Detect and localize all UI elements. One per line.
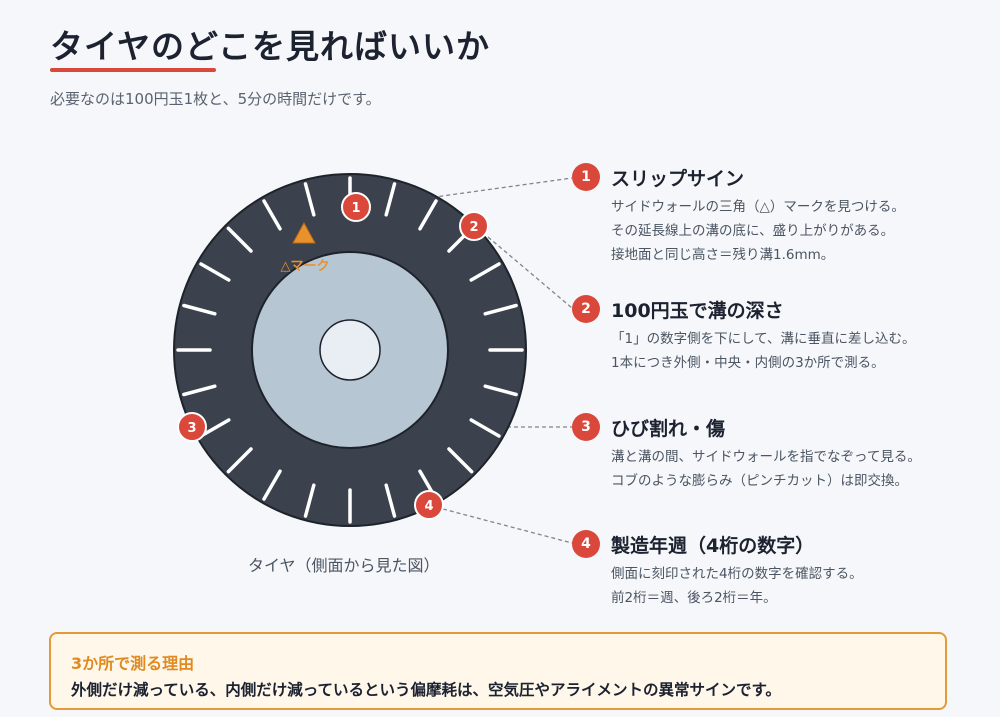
svg-text:2: 2 (469, 220, 478, 235)
tread-tick (303, 182, 316, 217)
tread-tick (262, 469, 282, 501)
item-description: 溝と溝の間、サイドウォールを指でなぞって見る。 コブのような膨らみ（ピンチカット… (611, 445, 921, 493)
page-title: タイヤのどこを見ればいいか (50, 27, 491, 66)
tread-tick (199, 418, 231, 438)
tread-tick (182, 384, 217, 397)
item-description: 「1」の数字側を下にして、溝に垂直に差し込む。 1本につき外側・中央・内側の3か… (611, 327, 916, 375)
tread-tick (483, 303, 518, 316)
item-line: 溝と溝の間、サイドウォールを指でなぞって見る。 (611, 449, 921, 465)
item-line: 前2桁＝週、後ろ2桁＝年。 (611, 590, 777, 606)
note-title: 3か所で測る理由 (71, 654, 195, 673)
item-line: 接地面と同じ高さ＝残り溝1.6mm。 (611, 247, 835, 263)
svg-text:3: 3 (187, 421, 196, 436)
tire-caption: タイヤ（側面から見た図） (248, 556, 440, 575)
tread-tick (226, 447, 253, 474)
item-line: 1本につき外側・中央・内側の3か所で測る。 (611, 355, 885, 371)
reason-note: 3か所で測る理由 外側だけ減っている、内側だけ減っているという偏摩耗は、空気圧や… (49, 632, 947, 710)
tread-tick (469, 418, 501, 438)
svg-text:1: 1 (351, 201, 360, 216)
connector-line-2 (487, 236, 573, 309)
connector-line-1 (369, 177, 573, 207)
marker-4: 4 (414, 490, 444, 520)
item-description: サイドウォールの三角（△）マークを見つける。 その延長線上の溝の底に、盛り上がり… (611, 195, 905, 267)
tread-tick (483, 384, 518, 397)
item-number-badge: 1 (572, 163, 600, 191)
tread-tick (262, 199, 282, 231)
tread-tick (469, 262, 501, 282)
item-number-badge: 3 (572, 413, 600, 441)
tire-hub (319, 319, 381, 381)
tread-tick (182, 303, 217, 316)
marker-1: 1 (341, 192, 371, 222)
tread-tick (384, 182, 397, 217)
item-title: 製造年週（4桁の数字） (611, 535, 815, 557)
item-title: ひび割れ・傷 (611, 418, 726, 440)
note-text: 外側だけ減っている、内側だけ減っているという偏摩耗は、空気圧やアライメントの異常… (71, 681, 781, 699)
item-title: スリップサイン (611, 168, 745, 190)
item-title: 100円玉で溝の深さ (611, 300, 784, 322)
item-number-badge: 4 (572, 530, 600, 558)
triangle-mark-icon (292, 221, 316, 244)
tread-tick (226, 226, 253, 253)
page-subtitle: 必要なのは100円玉1枚と、5分の時間だけです。 (50, 90, 381, 108)
item-line: コブのような膨らみ（ピンチカット）は即交換。 (611, 473, 908, 489)
title-underline (50, 68, 216, 72)
item-line: サイドウォールの三角（△）マークを見つける。 (611, 199, 905, 215)
item-line: 「1」の数字側を下にして、溝に垂直に差し込む。 (611, 331, 916, 347)
triangle-mark-label: △マーク (281, 259, 330, 274)
marker-2: 2 (459, 211, 489, 241)
tread-tick (384, 483, 397, 518)
tread-tick (303, 483, 316, 518)
tread-tick (447, 447, 474, 474)
connector-line-4 (442, 508, 573, 544)
item-number-badge: 2 (572, 295, 600, 323)
tread-ticks (176, 176, 524, 524)
svg-text:4: 4 (424, 499, 433, 514)
marker-3: 3 (177, 412, 207, 442)
item-description: 側面に刻印された4桁の数字を確認する。 前2桁＝週、後ろ2桁＝年。 (611, 562, 863, 610)
item-line: その延長線上の溝の底に、盛り上がりがある。 (611, 223, 895, 239)
item-line: 側面に刻印された4桁の数字を確認する。 (611, 566, 863, 582)
tread-tick (199, 262, 231, 282)
tread-tick (418, 199, 438, 231)
